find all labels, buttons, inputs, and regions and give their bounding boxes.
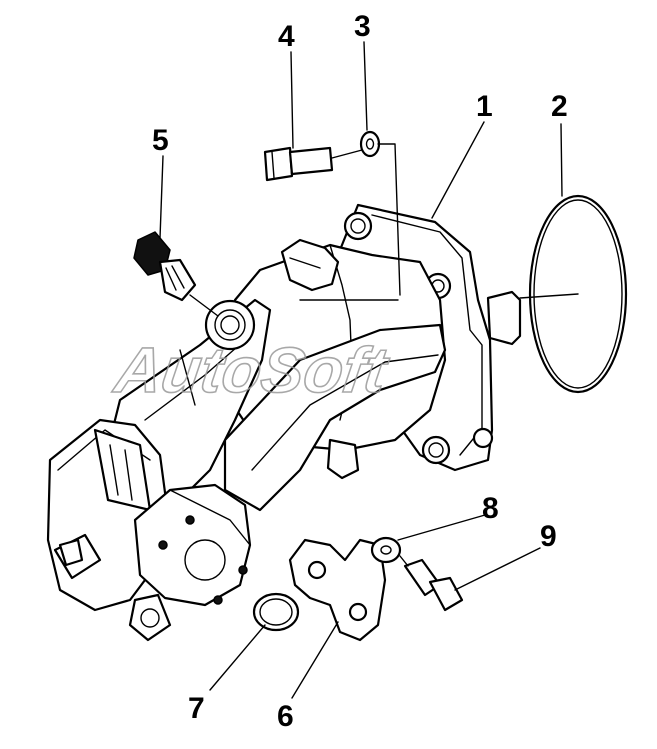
o-ring-large bbox=[519, 194, 628, 394]
bolt-top bbox=[263, 146, 363, 182]
fitting-nipple bbox=[133, 231, 219, 317]
washer-top bbox=[359, 130, 401, 296]
leader-lines bbox=[159, 41, 563, 699]
washer-lower bbox=[370, 536, 402, 564]
callout-1: 1 bbox=[476, 90, 493, 123]
callout-7: 7 bbox=[188, 692, 205, 725]
bolt-lower bbox=[399, 555, 464, 612]
flange-clamp bbox=[288, 538, 387, 642]
callout-3: 3 bbox=[354, 10, 371, 43]
pump-housing bbox=[46, 203, 522, 642]
callout-6: 6 bbox=[277, 700, 294, 733]
callout-2: 2 bbox=[551, 90, 568, 123]
callout-4: 4 bbox=[278, 20, 295, 53]
callout-9: 9 bbox=[540, 520, 557, 553]
watermark: AutoSoft bbox=[109, 334, 394, 406]
callout-5: 5 bbox=[152, 124, 169, 157]
callout-8: 8 bbox=[482, 492, 499, 525]
o-ring-small bbox=[252, 592, 300, 632]
